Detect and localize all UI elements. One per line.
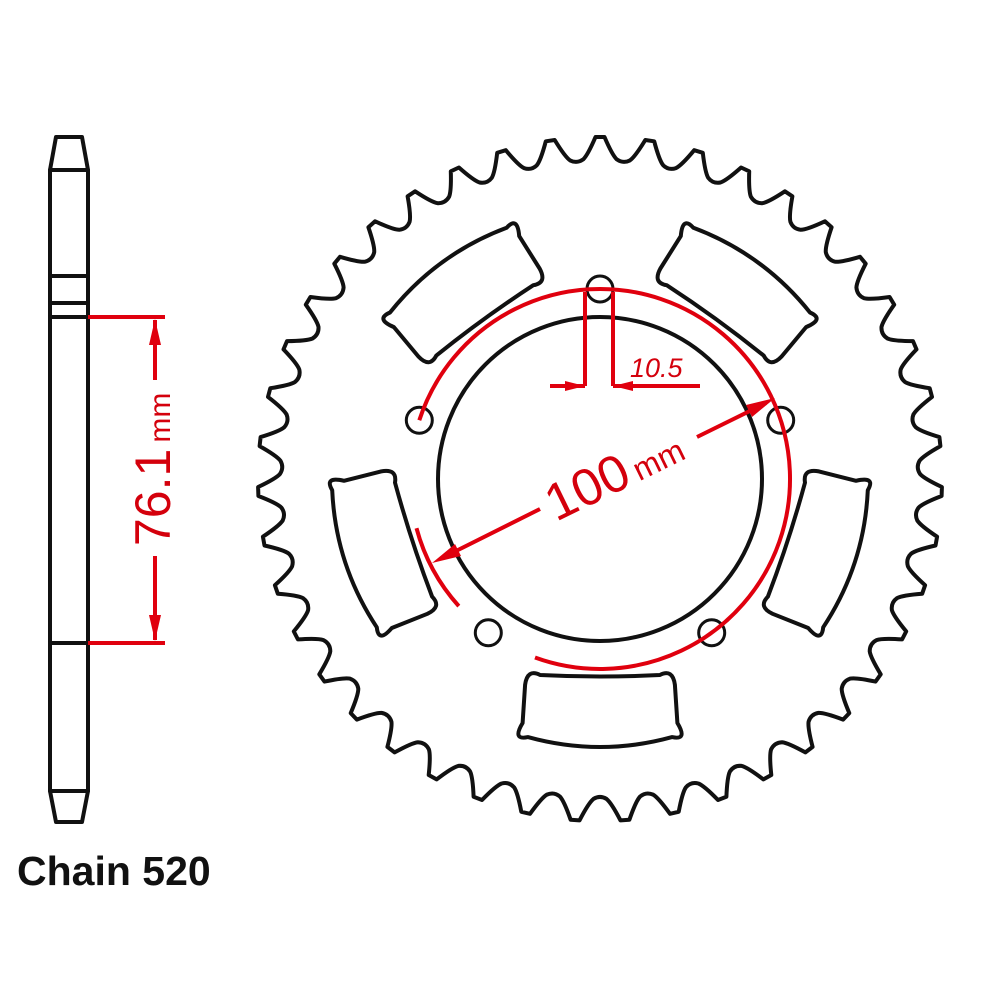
- bolt-hole: [404, 405, 434, 435]
- profile-hatched-strip: [48, 301, 90, 319]
- lightening-window: [381, 221, 545, 365]
- arrow-right-icon: [565, 381, 585, 391]
- profile-hub-body: [48, 315, 90, 645]
- sprocket-front-view: [256, 135, 944, 823]
- arrow-left-icon: [613, 381, 633, 391]
- bolt-hole: [766, 405, 796, 435]
- pcd-dimension: 100mm: [414, 286, 793, 671]
- profile-hatched-section-bottom: [48, 641, 90, 793]
- hub-bore-circle: [436, 315, 764, 643]
- hub-offset-label: 76.1mm: [125, 393, 181, 546]
- sprocket-teeth-outline: [256, 135, 944, 823]
- arrow-right-icon: [746, 398, 775, 417]
- pcd-arc: [417, 286, 793, 671]
- arrow-down-icon: [149, 615, 161, 641]
- bolt-hole: [473, 618, 503, 648]
- side-profile-view: [48, 135, 90, 824]
- lightening-window: [327, 468, 439, 638]
- lightening-window: [761, 468, 873, 638]
- bolt-hole-dimension: 10.5: [550, 292, 700, 391]
- lightening-windows: [327, 221, 873, 749]
- pcd-arc-left: [414, 527, 461, 608]
- lightening-window: [655, 221, 819, 365]
- pcd-leader-left: [441, 507, 541, 560]
- profile-hatched-section-top: [48, 168, 90, 278]
- bolt-hole: [697, 618, 727, 648]
- profile-tooth-bottom: [48, 789, 90, 824]
- lightening-window: [516, 671, 684, 749]
- chain-size-caption: Chain 520: [17, 848, 211, 894]
- bolt-hole-label: 10.5: [630, 353, 684, 383]
- profile-gap-section: [48, 274, 90, 305]
- hub-offset-dimension: 76.1mm: [88, 315, 181, 645]
- arrow-left-icon: [432, 544, 461, 563]
- pcd-label: 100mm: [536, 417, 693, 533]
- arrow-up-icon: [149, 319, 161, 345]
- profile-tooth-top: [48, 135, 90, 172]
